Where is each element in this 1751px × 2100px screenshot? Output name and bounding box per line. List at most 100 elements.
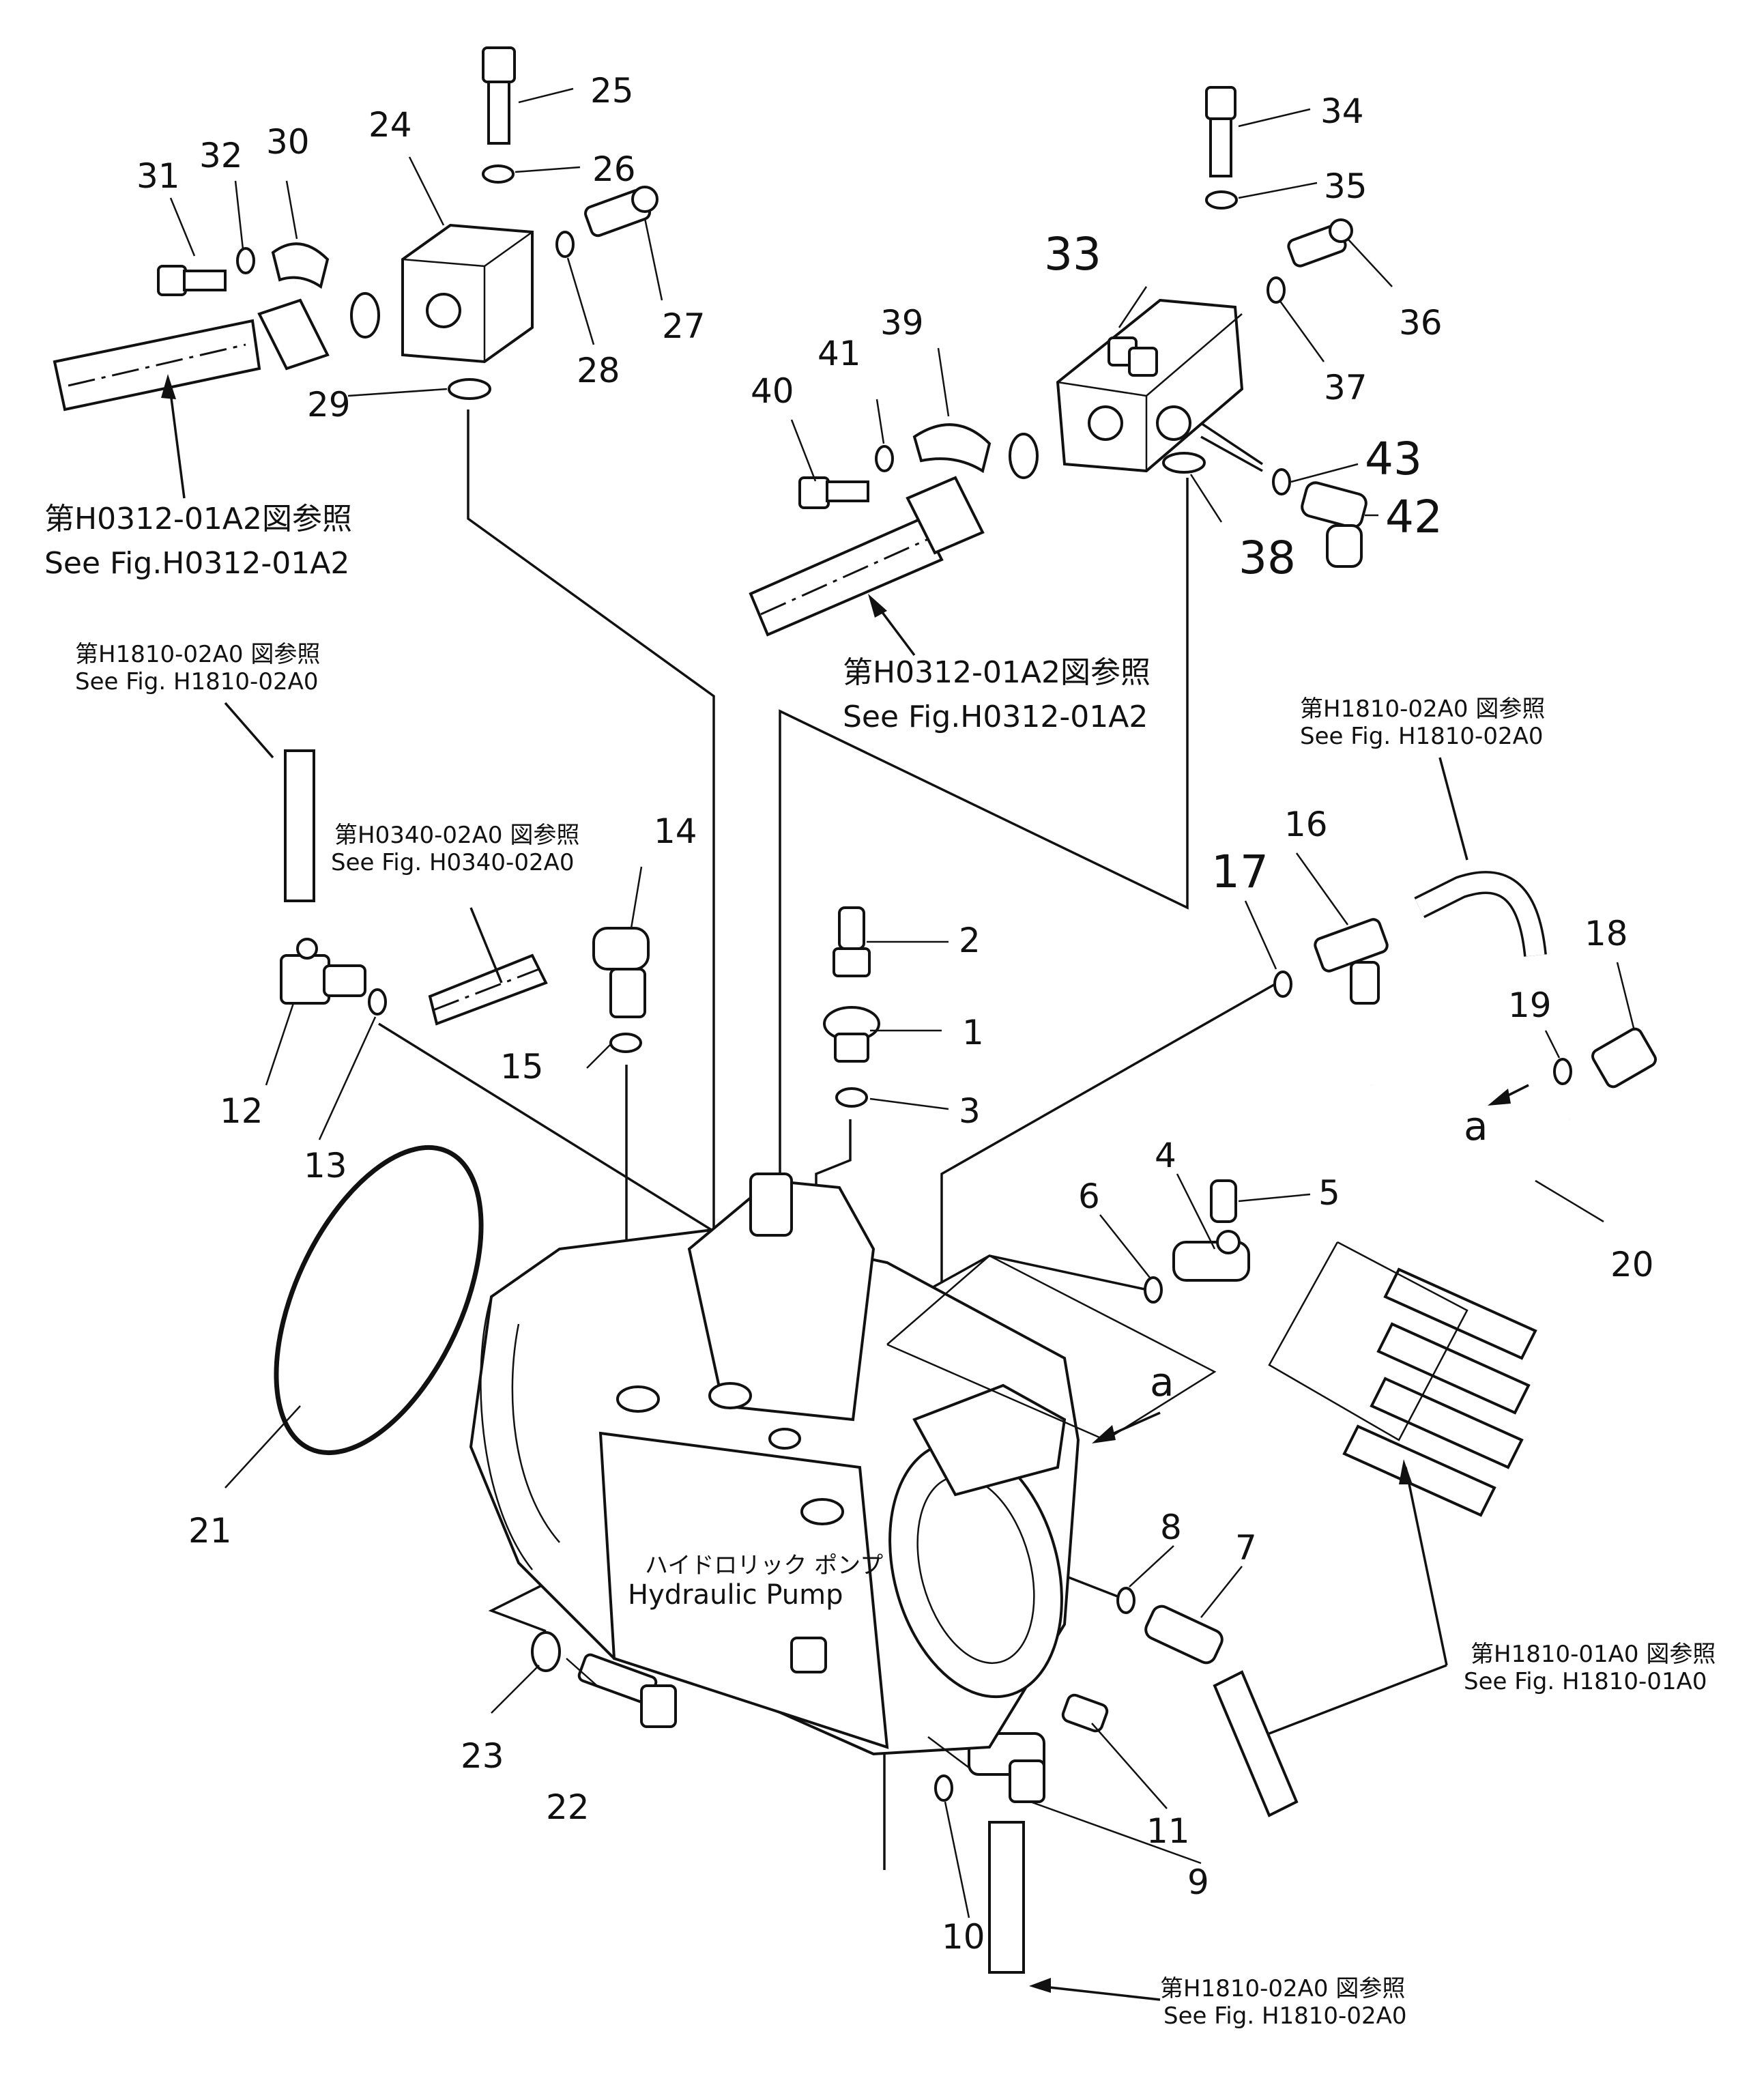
- part-label-16: 16: [1284, 805, 1328, 844]
- part-label-40: 40: [751, 371, 794, 411]
- pump-label: ハイドロリック ポンプ Hydraulic Pump: [628, 1552, 883, 1611]
- part-label-28: 28: [577, 351, 620, 390]
- part-36-fitting: [1287, 218, 1353, 268]
- part-23-washer: [531, 1631, 561, 1672]
- part-16-tee: [1314, 918, 1389, 1005]
- part-label-35: 35: [1324, 167, 1367, 206]
- part-3-oring: [835, 1087, 868, 1108]
- part-24-block: [401, 223, 534, 364]
- part-label-33: 33: [1044, 228, 1101, 281]
- ref-h1810-02-bottom-ja: 第H1810-02A0 図参照: [1160, 1975, 1405, 2002]
- part-label-39: 39: [880, 303, 924, 343]
- part-label-4: 4: [1155, 1136, 1176, 1175]
- part-label-11: 11: [1146, 1811, 1190, 1851]
- part-label-24: 24: [368, 105, 412, 145]
- part-label-14: 14: [654, 811, 697, 851]
- connection-lines: [378, 409, 1278, 1870]
- part-label-12: 12: [220, 1091, 263, 1131]
- arrow-letter-a-pump: a: [1150, 1359, 1174, 1405]
- part-label-9: 9: [1187, 1862, 1209, 1902]
- part-37-oring: [1267, 276, 1286, 304]
- parts: [157, 46, 1657, 1803]
- ref-h0340-ja: 第H0340-02A0 図参照: [334, 822, 579, 849]
- part-number-labels: 1 2 3 4 5 6 7 8 9 10 11 12 13 14 15 16 1…: [136, 71, 1654, 1957]
- part-leaders: [169, 87, 1636, 1918]
- hoses: [53, 319, 1575, 1974]
- part-7-elbow: [1144, 1605, 1224, 1665]
- arrow-letter-a-hose: a: [1464, 1103, 1488, 1149]
- part-label-41: 41: [817, 334, 861, 373]
- part-42-elbow: [1301, 481, 1367, 568]
- part-label-32: 32: [199, 136, 243, 175]
- ref-h1810-02-right-ja: 第H1810-02A0 図参照: [1300, 695, 1545, 723]
- part-43-oring: [1272, 468, 1291, 495]
- part-label-20: 20: [1610, 1245, 1654, 1284]
- part-label-22: 22: [546, 1787, 590, 1827]
- part-label-13: 13: [304, 1146, 347, 1185]
- ref-h0312-left-en: See Fig.H0312-01A2: [44, 546, 349, 581]
- part-30-clamp: [271, 242, 330, 289]
- part-35-washer: [1205, 190, 1238, 210]
- ref-h0312-left-ja: 第H0312-01A2図参照: [44, 502, 352, 536]
- ref-h1810-02-topleft-ja: 第H1810-02A0 図参照: [75, 641, 320, 668]
- ref-h1810-02-bottom-en: See Fig. H1810-02A0: [1163, 2002, 1406, 2030]
- part-label-25: 25: [590, 71, 634, 111]
- ref-h1810-01-ja: 第H1810-01A0 図参照: [1471, 1641, 1716, 1668]
- part-label-10: 10: [942, 1917, 985, 1957]
- ref-h0312-mid-en: See Fig.H0312-01A2: [843, 700, 1148, 734]
- part-1-plug: [823, 1006, 880, 1063]
- part-40-bolt: [798, 476, 869, 509]
- part-label-27: 27: [662, 306, 706, 346]
- ref-h0340-en: See Fig. H0340-02A0: [331, 849, 574, 876]
- pump-label-ja: ハイドロリック ポンプ: [645, 1552, 883, 1579]
- reference-labels: 第H0312-01A2図参照 See Fig.H0312-01A2 第H0312…: [44, 502, 1716, 2030]
- ref-h0312-mid-ja: 第H0312-01A2図参照: [843, 655, 1151, 690]
- part-label-21: 21: [188, 1511, 232, 1551]
- part-15-oring: [609, 1033, 642, 1053]
- part-label-36: 36: [1399, 303, 1443, 343]
- part-label-3: 3: [959, 1091, 981, 1131]
- part-label-34: 34: [1320, 91, 1364, 131]
- ref-h1810-02-topleft-en: See Fig. H1810-02A0: [75, 668, 318, 695]
- part-31-bolt: [157, 265, 227, 296]
- part-label-6: 6: [1078, 1177, 1100, 1216]
- part-label-18: 18: [1584, 914, 1628, 953]
- part-label-37: 37: [1324, 368, 1367, 407]
- part-26-washer: [482, 164, 515, 184]
- part-label-17: 17: [1211, 846, 1269, 898]
- part-label-19: 19: [1508, 986, 1552, 1025]
- flange-oring-left: [350, 292, 380, 339]
- part-label-5: 5: [1318, 1173, 1340, 1213]
- part-27-fitting: [584, 186, 659, 238]
- part-10-oring: [934, 1774, 953, 1802]
- part-28-oring: [555, 231, 575, 258]
- part-label-7: 7: [1235, 1528, 1257, 1568]
- part-label-15: 15: [500, 1047, 544, 1087]
- part-label-30: 30: [266, 122, 310, 162]
- hydraulic-pump-body: [469, 1173, 1217, 1756]
- part-8-oring: [1116, 1587, 1135, 1614]
- part-13-oring: [368, 988, 387, 1016]
- part-33-valve-block: [1056, 298, 1244, 473]
- part-label-29: 29: [307, 385, 351, 425]
- part-22-bolt: [577, 1653, 677, 1728]
- part-label-43: 43: [1365, 433, 1422, 485]
- part-18-elbow: [1591, 1027, 1657, 1089]
- part-29-oring: [448, 378, 491, 400]
- part-label-38: 38: [1239, 532, 1296, 584]
- part-34-bolt: [1205, 86, 1236, 177]
- flange-oring-mid: [1009, 433, 1039, 479]
- part-6-oring: [1144, 1276, 1163, 1304]
- part-2-nipple: [833, 906, 871, 977]
- part-38-oring: [1162, 452, 1206, 474]
- part-41-washer: [875, 445, 894, 472]
- reference-arrows: [161, 374, 1468, 2001]
- part-39-clamp: [912, 423, 992, 474]
- part-label-23: 23: [461, 1736, 504, 1776]
- part-5-nipple: [1210, 1179, 1237, 1223]
- part-label-26: 26: [592, 149, 636, 189]
- part-25-bolt: [482, 46, 516, 145]
- part-label-8: 8: [1160, 1508, 1182, 1547]
